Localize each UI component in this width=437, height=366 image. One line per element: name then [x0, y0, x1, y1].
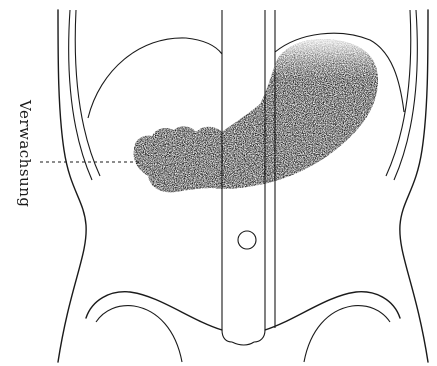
- pelvis-right: [265, 292, 400, 330]
- adhesion-label: Verwachsung: [15, 100, 35, 207]
- pelvis-right-inner: [304, 306, 390, 362]
- diaphragm-left: [88, 38, 222, 118]
- torso-outline-left: [58, 10, 86, 362]
- rib-right-outer: [394, 10, 417, 180]
- pelvis-left: [86, 292, 222, 330]
- pelvis-left-inner: [96, 306, 182, 362]
- navel: [238, 231, 256, 249]
- rib-right-inner: [386, 10, 411, 176]
- pelvis-base: [232, 342, 254, 345]
- rib-left-inner: [75, 10, 100, 176]
- rib-left-outer: [69, 10, 92, 180]
- stomach-shadow: [134, 39, 378, 192]
- stomach-highlight: [260, 39, 378, 106]
- torso-outline-right: [400, 10, 428, 362]
